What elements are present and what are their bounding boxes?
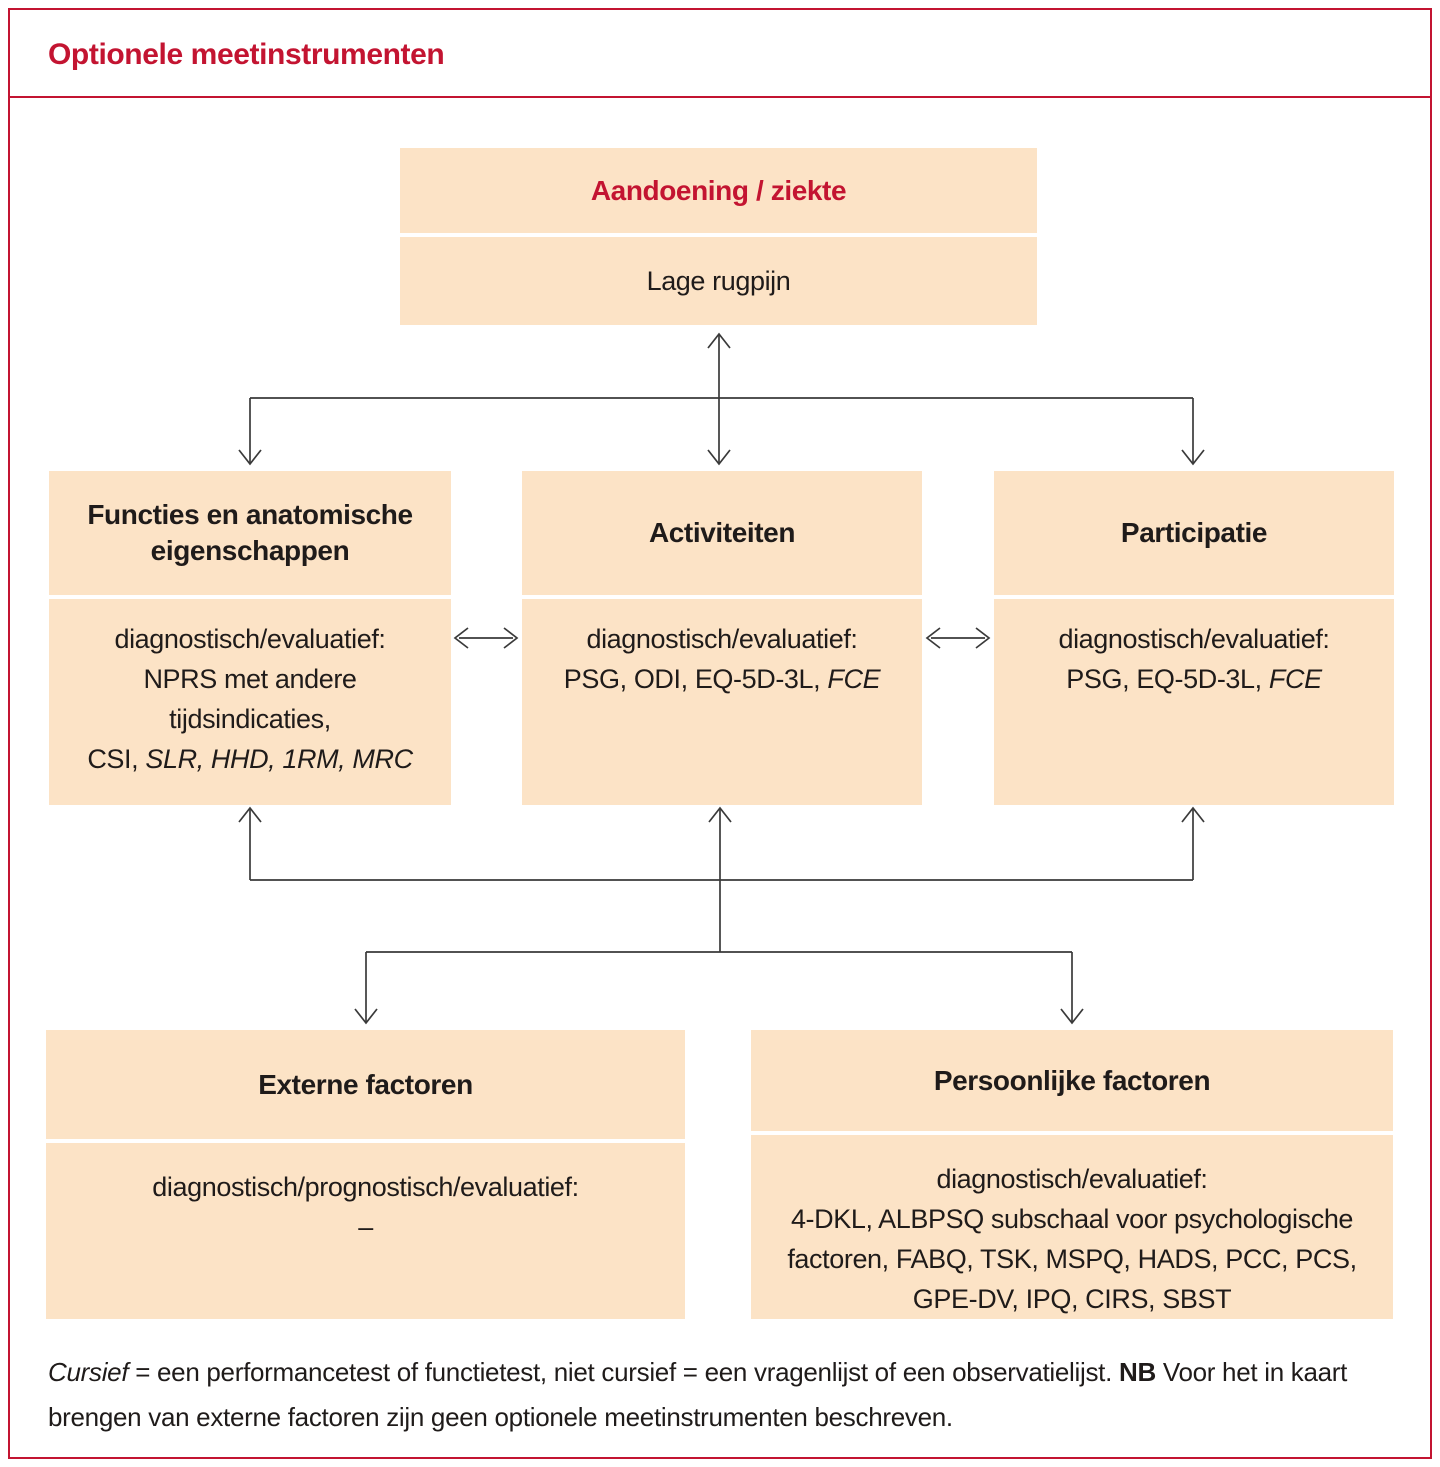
box-externe-factoren-body: diagnostisch/prognostisch/evaluatief:–: [46, 1143, 685, 1319]
title-divider: [8, 96, 1432, 98]
box-participatie-header: Participatie: [994, 471, 1394, 595]
box-activiteiten-body: diagnostisch/evaluatief:PSG, ODI, EQ-5D-…: [522, 599, 922, 805]
box-functies-anatomische: Functies en anatomische eigenschappen di…: [49, 471, 451, 805]
arrow-middle-row-to-bottom-row: [238, 806, 1205, 1025]
box-aandoening-ziekte-body: Lage rugpijn: [400, 237, 1037, 325]
box-externe-factoren-header: Externe factoren: [46, 1030, 685, 1139]
box-participatie-body: diagnostisch/evaluatief:PSG, EQ-5D-3L, F…: [994, 599, 1394, 805]
box-participatie: Participatie diagnostisch/evaluatief:PSG…: [994, 471, 1394, 805]
box-persoonlijke-factoren-body: diagnostisch/evaluatief:4-DKL, ALBPSQ su…: [751, 1135, 1393, 1319]
arrow-activities-participation: [925, 627, 991, 649]
box-aandoening-ziekte-header: Aandoening / ziekte: [400, 148, 1037, 233]
box-externe-factoren: Externe factoren diagnostisch/prognostis…: [46, 1030, 685, 1319]
box-aandoening-ziekte: Aandoening / ziekte Lage rugpijn: [400, 148, 1037, 325]
arrow-condition-to-middle-row: [238, 332, 1205, 466]
box-persoonlijke-factoren: Persoonlijke factoren diagnostisch/evalu…: [751, 1030, 1393, 1319]
box-activiteiten-header: Activiteiten: [522, 471, 922, 595]
footnote: Cursief = een performancetest of functie…: [48, 1357, 1348, 1432]
page-title: Optionele meetinstrumenten: [48, 38, 445, 71]
box-activiteiten: Activiteiten diagnostisch/evaluatief:PSG…: [522, 471, 922, 805]
arrow-functions-activities: [453, 627, 519, 649]
box-persoonlijke-factoren-header: Persoonlijke factoren: [751, 1030, 1393, 1131]
box-functies-anatomische-header: Functies en anatomische eigenschappen: [49, 471, 451, 595]
